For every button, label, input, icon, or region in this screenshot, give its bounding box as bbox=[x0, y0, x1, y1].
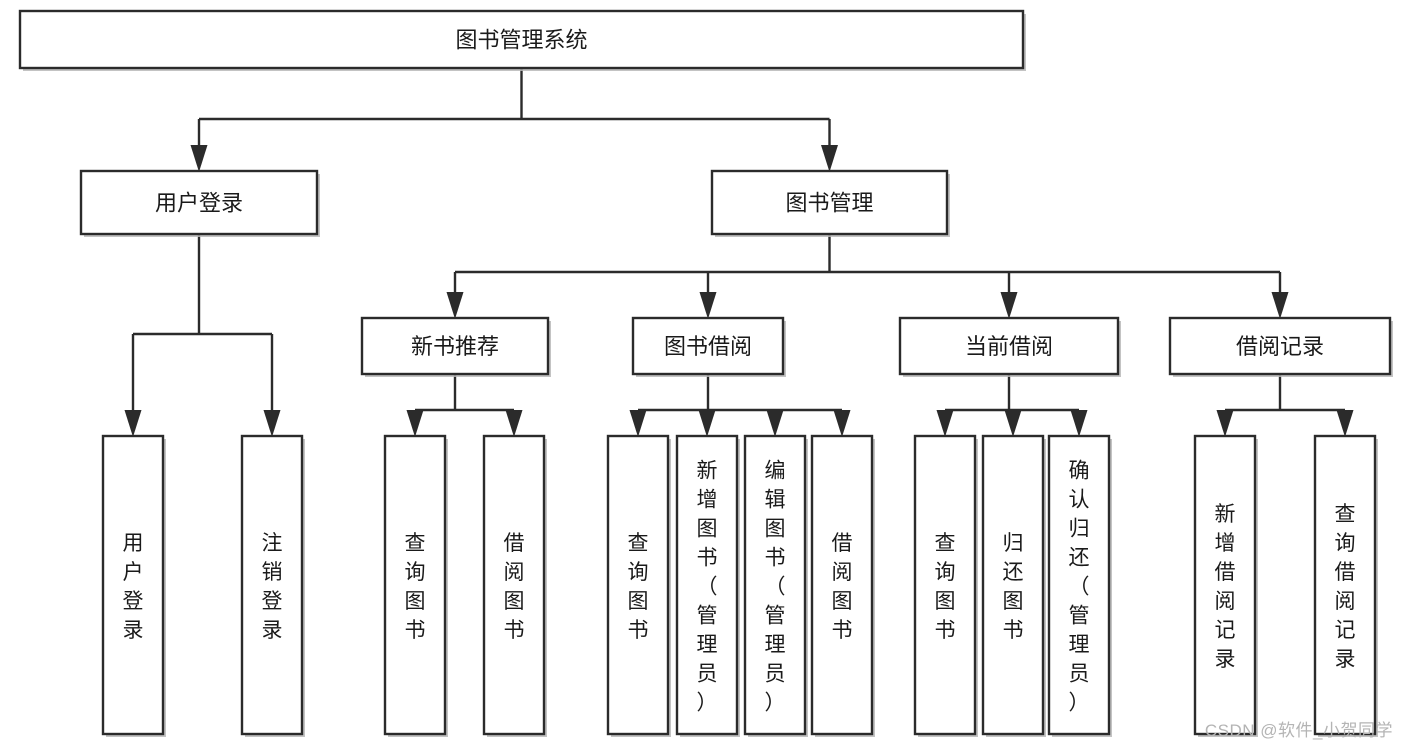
node-label: 归还图书 bbox=[1003, 532, 1024, 642]
node-leaf-logout[interactable]: 注销登录 bbox=[240, 434, 305, 737]
node-layer: 图书管理系统用户登录图书管理新书推荐图书借阅当前借阅借阅记录用户登录注销登录查询… bbox=[18, 9, 1393, 737]
node-label: 编辑图书（管理员） bbox=[765, 460, 786, 715]
node-leaf-add-record[interactable]: 新增借阅记录 bbox=[1193, 434, 1258, 737]
arrow-head bbox=[406, 410, 424, 437]
node-box[interactable] bbox=[710, 169, 949, 236]
node-box[interactable] bbox=[101, 434, 165, 736]
arrow-head bbox=[1216, 410, 1234, 437]
node-box[interactable] bbox=[606, 434, 670, 736]
node-box[interactable] bbox=[913, 434, 977, 736]
node-label: 注销登录 bbox=[262, 532, 283, 642]
node-label: 图书管理系统 bbox=[455, 28, 587, 53]
node-leaf-user-login[interactable]: 用户登录 bbox=[101, 434, 166, 737]
node-box[interactable] bbox=[18, 9, 1025, 70]
node-label: 借阅记录 bbox=[1236, 334, 1324, 359]
arrow-head bbox=[263, 410, 281, 437]
node-book-manage[interactable]: 图书管理 bbox=[710, 169, 950, 237]
node-box[interactable] bbox=[1193, 434, 1257, 736]
node-box[interactable] bbox=[360, 316, 550, 376]
node-label: 借阅图书 bbox=[832, 532, 853, 642]
node-box[interactable] bbox=[1313, 434, 1377, 736]
node-label: 确认归还（管理员） bbox=[1069, 460, 1090, 715]
connector-group-current-borrow bbox=[936, 374, 1088, 437]
connector-group-root bbox=[190, 68, 838, 172]
node-current-borrow[interactable]: 当前借阅 bbox=[898, 316, 1121, 377]
node-box[interactable] bbox=[631, 316, 785, 376]
arrow-head bbox=[124, 410, 142, 437]
arrow-head bbox=[190, 145, 208, 172]
node-leaf-query-book-1[interactable]: 查询图书 bbox=[383, 434, 448, 737]
node-label: 新增借阅记录 bbox=[1215, 503, 1236, 671]
node-box[interactable] bbox=[743, 434, 807, 736]
node-label: 用户登录 bbox=[123, 532, 144, 642]
node-label: 用户登录 bbox=[155, 191, 243, 216]
node-leaf-borrow-book-2[interactable]: 借阅图书 bbox=[810, 434, 875, 737]
node-leaf-query-book-2[interactable]: 查询图书 bbox=[606, 434, 671, 737]
arrow-head bbox=[936, 410, 954, 437]
arrow-head bbox=[821, 145, 838, 172]
node-leaf-borrow-book-1[interactable]: 借阅图书 bbox=[482, 434, 547, 737]
node-borrow-record[interactable]: 借阅记录 bbox=[1168, 316, 1393, 377]
arrow-head bbox=[629, 410, 647, 437]
node-box[interactable] bbox=[675, 434, 739, 736]
node-label: 新增图书（管理员） bbox=[697, 460, 718, 715]
node-root[interactable]: 图书管理系统 bbox=[18, 9, 1026, 71]
csdn-watermark: CSDN @软件_小贺同学 bbox=[1204, 721, 1393, 740]
arrow-head bbox=[1271, 292, 1289, 319]
connector-group-borrow-record bbox=[1216, 374, 1354, 437]
node-label: 新书推荐 bbox=[411, 334, 499, 359]
node-leaf-query-record[interactable]: 查询借阅记录 bbox=[1313, 434, 1378, 737]
connector-group-user-login bbox=[124, 234, 281, 437]
node-box[interactable] bbox=[898, 316, 1120, 376]
node-leaf-return-book[interactable]: 归还图书 bbox=[981, 434, 1046, 737]
arrow-head bbox=[1000, 292, 1018, 319]
arrow-head bbox=[446, 292, 464, 319]
node-new-book-rec[interactable]: 新书推荐 bbox=[360, 316, 551, 377]
node-book-borrow[interactable]: 图书借阅 bbox=[631, 316, 786, 377]
connector-group-book-manage bbox=[446, 234, 1289, 319]
node-box[interactable] bbox=[810, 434, 874, 736]
arrow-head bbox=[766, 410, 784, 437]
node-label: 当前借阅 bbox=[965, 334, 1053, 359]
node-box[interactable] bbox=[482, 434, 546, 736]
node-label: 借阅图书 bbox=[504, 532, 525, 642]
node-label: 查询图书 bbox=[628, 532, 649, 642]
node-box[interactable] bbox=[79, 169, 319, 236]
connector-group-book-borrow bbox=[629, 374, 851, 437]
node-label: 查询图书 bbox=[405, 532, 426, 642]
node-leaf-query-book-3[interactable]: 查询图书 bbox=[913, 434, 978, 737]
arrow-head bbox=[1004, 410, 1022, 437]
arrow-head bbox=[1070, 410, 1088, 437]
node-leaf-confirm-return[interactable]: 确认归还（管理员） bbox=[1047, 434, 1112, 737]
node-label: 查询借阅记录 bbox=[1335, 503, 1356, 671]
node-box[interactable] bbox=[981, 434, 1045, 736]
node-box[interactable] bbox=[1047, 434, 1111, 736]
arrow-head bbox=[505, 410, 523, 437]
arrow-head bbox=[698, 410, 716, 437]
connector-layer bbox=[124, 68, 1354, 437]
node-user-login[interactable]: 用户登录 bbox=[79, 169, 320, 237]
node-label: 图书借阅 bbox=[664, 334, 752, 359]
node-box[interactable] bbox=[1168, 316, 1392, 376]
arrow-head bbox=[699, 292, 717, 319]
node-box[interactable] bbox=[240, 434, 304, 736]
connector-group-new-book-rec bbox=[406, 374, 523, 437]
node-label: 图书管理 bbox=[785, 191, 873, 216]
arrow-head bbox=[833, 410, 851, 437]
node-leaf-edit-book[interactable]: 编辑图书（管理员） bbox=[743, 434, 808, 737]
node-label: 查询图书 bbox=[935, 532, 956, 642]
node-leaf-add-book[interactable]: 新增图书（管理员） bbox=[675, 434, 740, 737]
arrow-head bbox=[1336, 410, 1354, 437]
node-box[interactable] bbox=[383, 434, 447, 736]
